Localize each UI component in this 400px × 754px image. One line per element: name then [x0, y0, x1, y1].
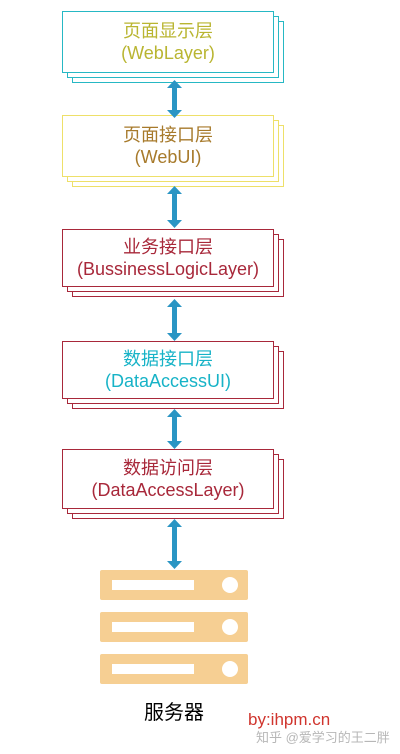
- double-arrow-icon: [167, 519, 182, 569]
- server-slot: [112, 622, 194, 632]
- server-led: [222, 661, 238, 677]
- layer-web-display: 页面显示层 (WebLayer): [62, 11, 284, 83]
- layer-card: 业务接口层 (BussinessLogicLayer): [62, 229, 274, 287]
- watermark-text: by:ihpm.cn: [248, 710, 331, 729]
- layer-title: 页面显示层: [123, 21, 213, 41]
- layer-web-ui: 页面接口层 (WebUI): [62, 115, 284, 187]
- layer-subtitle: (WebUI): [134, 147, 202, 167]
- layer-title: 数据访问层: [123, 458, 213, 478]
- layer-card: 页面接口层 (WebUI): [62, 115, 274, 177]
- server-label: 服务器: [144, 702, 204, 724]
- server-led: [222, 577, 238, 593]
- layer-card: 数据接口层 (DataAccessUI): [62, 341, 274, 399]
- layer-card: 页面显示层 (WebLayer): [62, 11, 274, 73]
- double-arrow-icon: [167, 80, 182, 118]
- server-slot: [112, 664, 194, 674]
- double-arrow-icon: [167, 409, 182, 449]
- layer-data-access: 数据访问层 (DataAccessLayer): [62, 449, 284, 521]
- watermark-credit: 知乎 @爱学习的王二胖: [256, 730, 390, 745]
- layer-title: 数据接口层: [123, 349, 213, 369]
- layer-data-access-ui: 数据接口层 (DataAccessUI): [62, 341, 284, 413]
- server-slot: [112, 580, 194, 590]
- layer-subtitle: (BussinessLogicLayer): [76, 259, 260, 279]
- server-unit: [100, 612, 248, 642]
- layer-title: 业务接口层: [123, 237, 213, 257]
- server-unit: [100, 654, 248, 684]
- layer-subtitle: (WebLayer): [121, 43, 215, 63]
- layer-subtitle: (DataAccessUI): [104, 371, 232, 391]
- layer-title: 页面接口层: [123, 125, 213, 145]
- double-arrow-icon: [167, 186, 182, 228]
- layer-business-logic: 业务接口层 (BussinessLogicLayer): [62, 229, 284, 301]
- layer-subtitle: (DataAccessLayer): [91, 480, 245, 500]
- server-led: [222, 619, 238, 635]
- layer-card: 数据访问层 (DataAccessLayer): [62, 449, 274, 509]
- double-arrow-icon: [167, 299, 182, 341]
- server-unit: [100, 570, 248, 600]
